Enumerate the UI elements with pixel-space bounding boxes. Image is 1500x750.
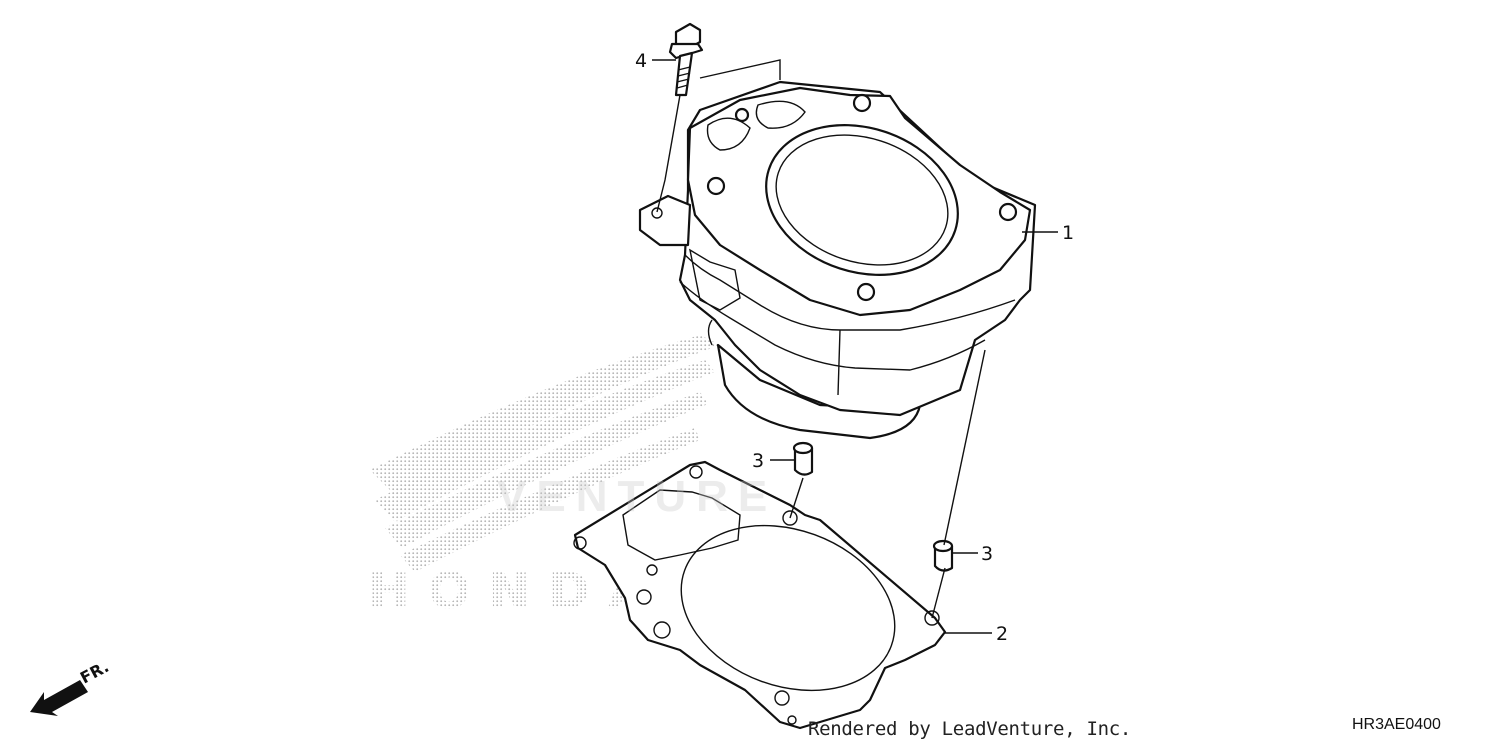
callout-2: 2 — [945, 623, 1008, 645]
dealer-watermark: VENTURE — [497, 472, 778, 521]
callout-3a: 3 — [752, 450, 795, 472]
assembly-guide-lines — [656, 59, 986, 619]
render-credit: Rendered by LeadVenture, Inc. — [808, 718, 1132, 740]
flange-bolt-part — [668, 22, 704, 97]
callout-number: 3 — [752, 450, 764, 472]
callout-number: 2 — [996, 623, 1008, 645]
callout-number: 3 — [981, 543, 993, 565]
dowel-pin-part — [792, 441, 814, 476]
base-gasket-part — [573, 460, 947, 730]
callout-number: 4 — [635, 50, 647, 72]
callout-4: 4 — [635, 50, 676, 72]
front-direction-indicator: FR. — [30, 657, 112, 716]
callout-number: 1 — [1062, 222, 1074, 244]
front-direction-label: FR. — [77, 657, 112, 688]
honda-wing-watermark: HONDA — [368, 335, 720, 620]
dowel-pin-part — [932, 539, 954, 572]
front-direction-arrow-icon — [30, 680, 88, 716]
honda-wordmark-watermark: HONDA — [368, 562, 664, 620]
callout-1: 1 — [1022, 222, 1074, 244]
cylinder-part — [638, 80, 1037, 440]
callout-3b: 3 — [952, 543, 993, 565]
diagram-code: HR3AE0400 — [1352, 716, 1441, 733]
